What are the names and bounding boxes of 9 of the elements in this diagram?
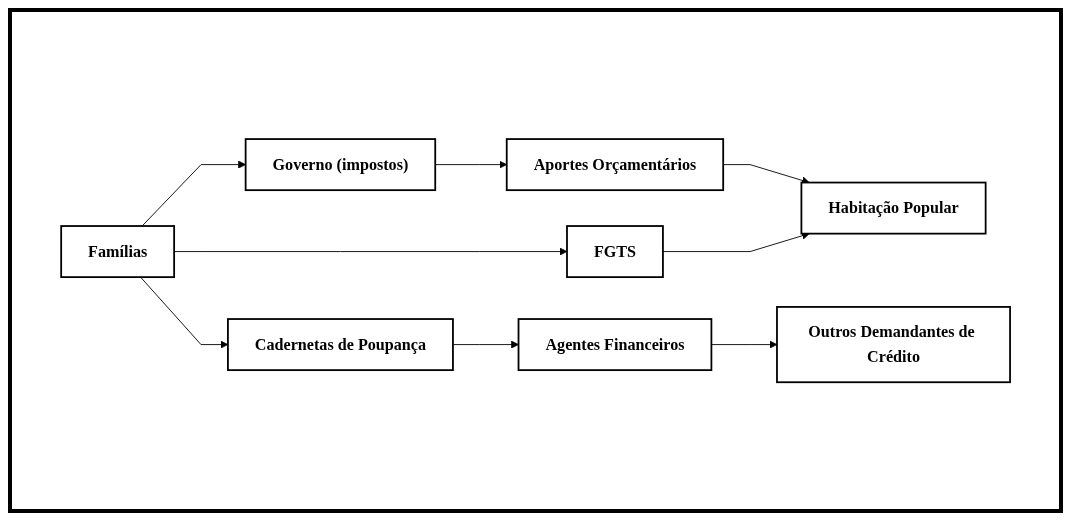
node-box: [244, 138, 436, 191]
node-box: [517, 318, 713, 371]
node-box: [565, 224, 664, 278]
frame-border: Famílias Governo (impostos) Aportes Orçamentários FGTS Habitação Popular Cadernetas de Poupança Agentes Financeiros Outros Demandantes de Crédito: [8, 8, 1063, 513]
node-box: [800, 181, 987, 235]
node-box: [60, 224, 175, 278]
node-box: [775, 305, 1011, 383]
node-box: [505, 138, 724, 191]
node-box: [226, 318, 454, 371]
